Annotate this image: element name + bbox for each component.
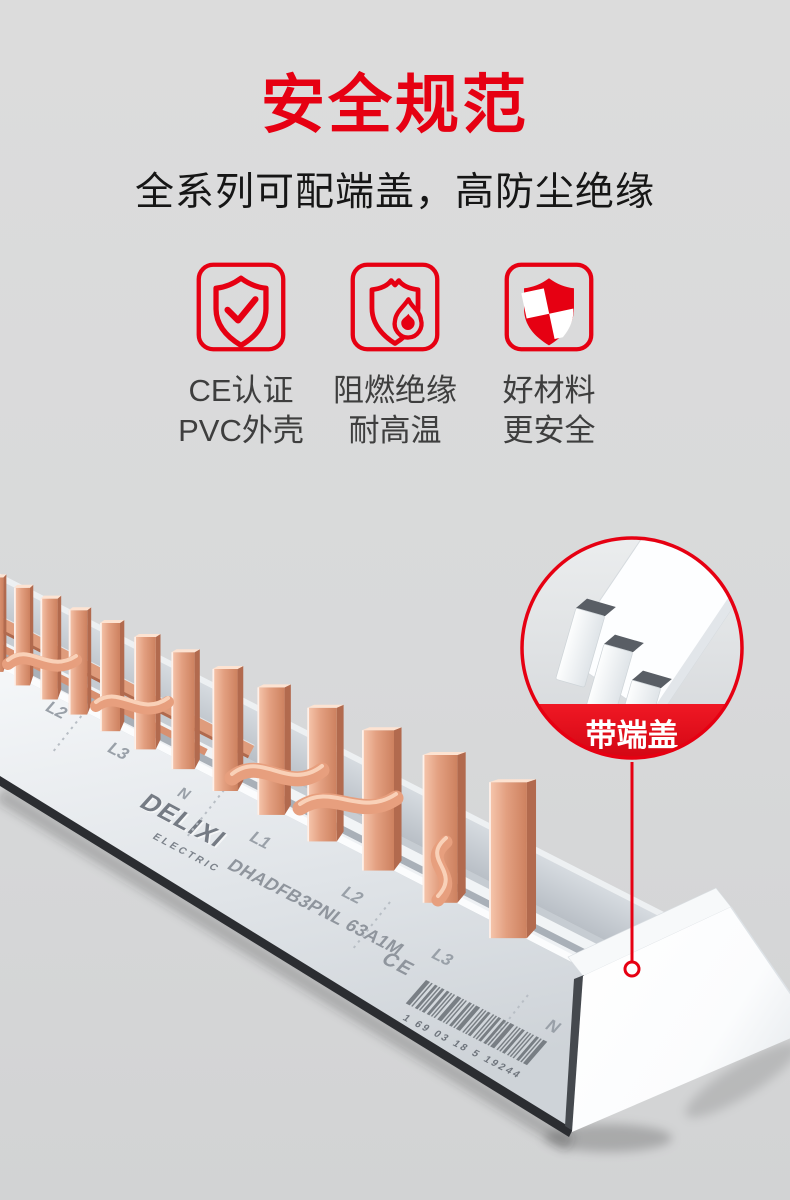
feature-row: CE认证 PVC外壳 阻燃绝缘 耐高温 [0, 259, 790, 451]
shield-flame-icon [350, 262, 440, 352]
cap-tip-shadow [544, 1124, 672, 1152]
feature-ce-certification: CE认证 PVC外壳 [168, 259, 314, 451]
callout-circle: 带端盖 [520, 536, 744, 760]
feature-flame-retardant: 阻燃绝缘 耐高温 [322, 259, 468, 451]
feature-line2: 更安全 [502, 413, 596, 449]
page-subtitle: 全系列可配端盖，高防尘绝缘 [134, 171, 655, 215]
feature-line1: 好材料 [502, 373, 596, 409]
feature-caption: CE认证 PVC外壳 [178, 371, 304, 451]
callout-ring [520, 536, 744, 760]
header-section: 安全规范 全系列可配端盖，高防尘绝缘 CE认证 PVC外壳 阻燃绝 [0, 0, 790, 451]
shield-checker-icon [504, 262, 594, 352]
feature-line2: 耐高温 [348, 413, 442, 449]
feature-caption: 阻燃绝缘 耐高温 [333, 371, 457, 451]
busbar-bottom-edge [0, 776, 573, 1137]
feature-line1: CE认证 [188, 373, 294, 409]
feature-good-material: 好材料 更安全 [476, 259, 622, 451]
cap-side-shadow [685, 1042, 790, 1118]
feature-caption: 好材料 更安全 [503, 371, 596, 451]
callout-target-marker [623, 960, 641, 978]
shield-check-icon [196, 262, 286, 352]
feature-line1: 阻燃绝缘 [333, 373, 457, 409]
page-title: 安全规范 [261, 69, 529, 141]
feature-line2: PVC外壳 [178, 413, 304, 449]
copper-straps [2, 652, 453, 907]
callout-label: 带端盖 [586, 718, 679, 753]
busbar-front-face [0, 668, 585, 1132]
bar-shadow [0, 787, 575, 1151]
